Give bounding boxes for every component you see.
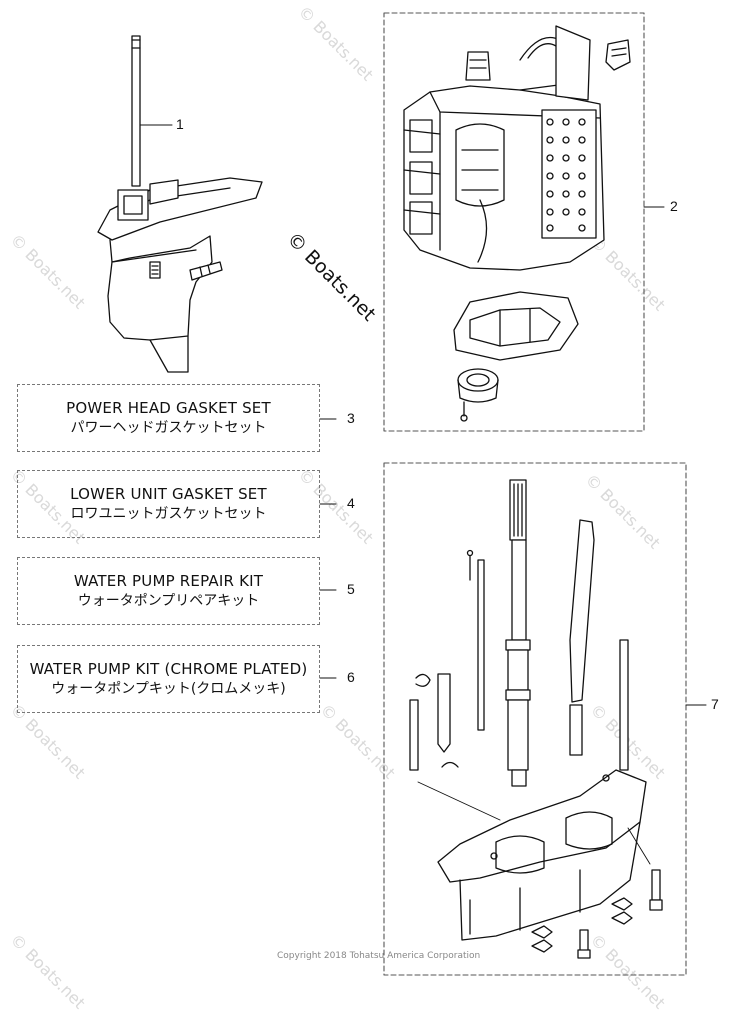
copyright-notice: Copyright 2018 Tohatsu America Corporati…	[277, 951, 481, 961]
callout-6: 6	[347, 669, 355, 685]
diagram-art	[97, 12, 707, 976]
kit-title-jp: パワーヘッドガスケットセット	[70, 420, 267, 436]
callout-7: 7	[711, 696, 719, 712]
drive-shaft-frame	[383, 462, 687, 976]
parts-diagram: © Boats.net © Boats.net © Boats.net © Bo…	[7, 2, 719, 1012]
kit-box-lower-unit-gasket: LOWER UNIT GASKET SET ロワユニットガスケットセット	[17, 470, 320, 538]
callout-3: 3	[347, 410, 355, 426]
kit-box-water-pump-chrome: WATER PUMP KIT (CHROME PLATED) ウォータポンプキッ…	[17, 645, 320, 713]
callout-4: 4	[347, 495, 355, 511]
kit-title-en: LOWER UNIT GASKET SET	[70, 485, 267, 503]
lower-unit-icon	[97, 35, 263, 373]
kit-title-jp: ウォータポンプリペアキット	[77, 593, 260, 609]
kit-title-en: POWER HEAD GASKET SET	[66, 399, 271, 417]
kit-title-en: WATER PUMP REPAIR KIT	[73, 572, 264, 590]
callout-5: 5	[347, 581, 355, 597]
kit-title-jp: ウォータポンプキット(クロムメッキ)	[51, 681, 286, 697]
kit-box-water-pump-repair: WATER PUMP REPAIR KIT ウォータポンプリペアキット	[17, 557, 320, 625]
drive-shaft-housing-icon	[409, 479, 663, 959]
callout-1: 1	[176, 116, 184, 132]
power-head-icon	[403, 25, 631, 422]
kit-title-jp: ロワユニットガスケットセット	[70, 506, 267, 522]
callout-2: 2	[670, 198, 678, 214]
kit-title-en: WATER PUMP KIT (CHROME PLATED)	[29, 660, 308, 678]
kit-box-power-head-gasket: POWER HEAD GASKET SET パワーヘッドガスケットセット	[17, 384, 320, 452]
power-head-frame	[383, 12, 645, 432]
